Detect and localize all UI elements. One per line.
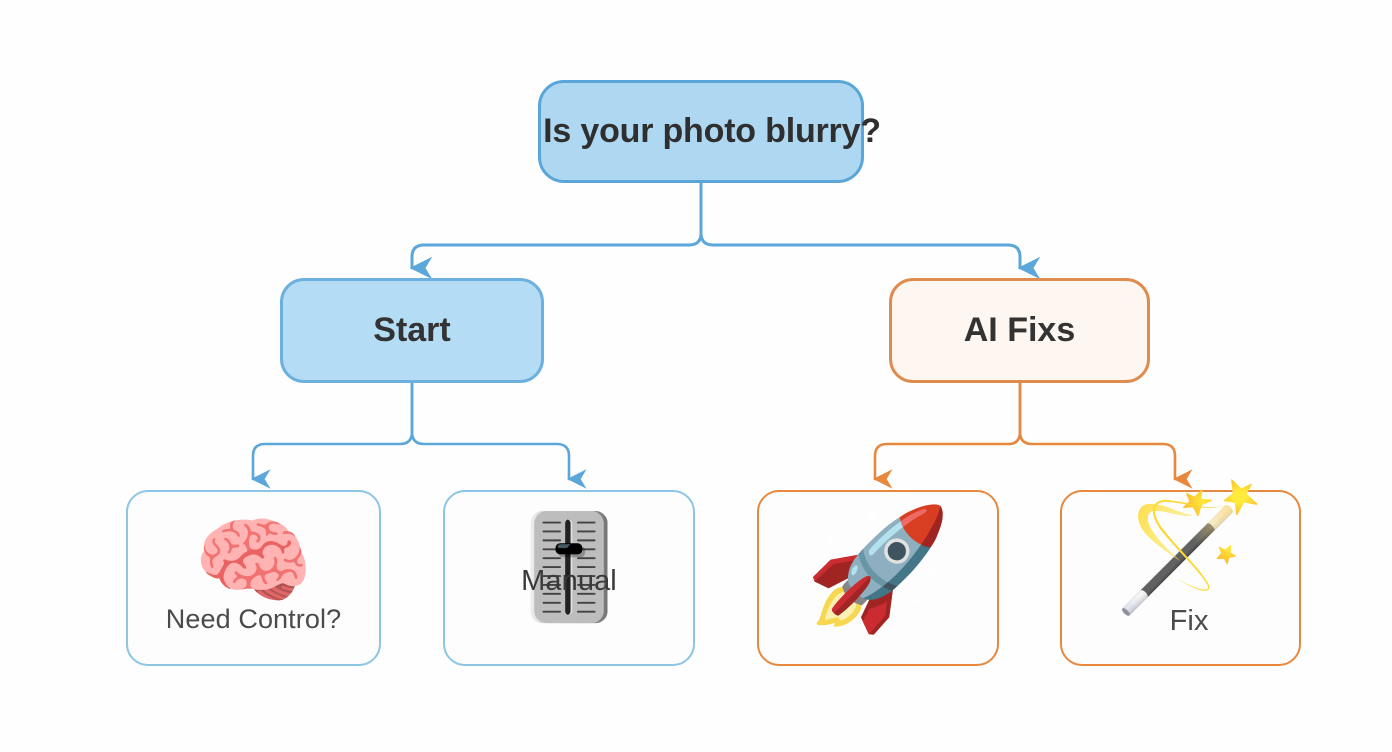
node-root-question[interactable]: Is your photo blurry? xyxy=(538,80,881,183)
edge-start-to-need-control xyxy=(251,381,414,489)
node-fix-label: Fix xyxy=(1169,605,1209,637)
rocket-icon: 🚀 xyxy=(804,503,952,635)
magic-wand-icon: 🪄 xyxy=(1112,479,1267,617)
node-rocket[interactable]: 🚀 xyxy=(757,490,999,666)
node-manual[interactable]: 🎚️ Manual xyxy=(443,490,695,666)
edge-start-to-manual xyxy=(410,381,587,489)
edge-root-to-ai-fixes xyxy=(699,181,1041,280)
node-start[interactable]: Start xyxy=(280,278,544,383)
node-need-control[interactable]: 🧠 Need Control? xyxy=(126,490,381,666)
brain-icon: 🧠 xyxy=(193,508,314,615)
edge-root-to-start xyxy=(409,181,703,280)
node-root-label: Is your photo blurry? xyxy=(543,112,881,150)
edge-ai-fixes-to-rocket xyxy=(873,381,1022,489)
node-manual-label: Manual xyxy=(521,565,617,597)
node-need-control-label: Need Control? xyxy=(165,604,342,634)
node-ai-fixes-label: AI Fixs xyxy=(963,311,1076,349)
node-start-label: Start xyxy=(373,311,451,349)
edge-ai-fixes-to-fix xyxy=(1018,381,1193,489)
node-ai-fixes[interactable]: AI Fixs xyxy=(889,278,1150,383)
node-fix[interactable]: 🪄 Fix xyxy=(1060,486,1301,666)
level-slider-icon: 🎚️ xyxy=(505,510,633,624)
